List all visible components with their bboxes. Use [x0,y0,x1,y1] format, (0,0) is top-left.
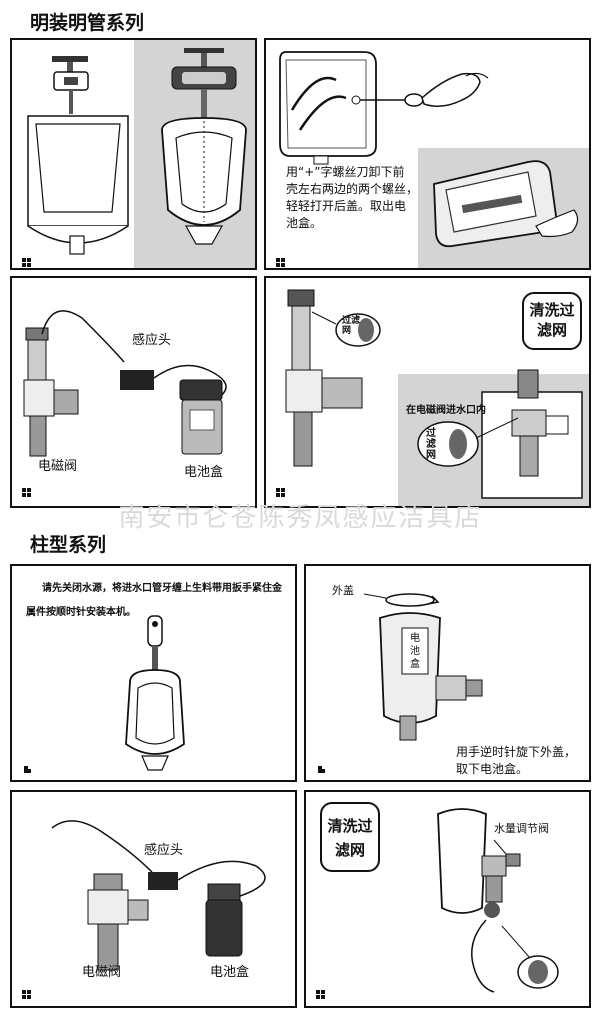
panel-remove-outer-cover: 外盖 电池盒 用手逆时针旋下外盖， 取下电池盒。 [304,564,591,782]
label-battery-box-vertical: 电池盒 [410,633,420,670]
panel-corner-mark [22,488,31,497]
inlet-note: 在电磁阀进水口内 [406,405,486,416]
panel-clean-filter: 过滤网 清洗过滤网 在电磁阀进水口内 过滤网 [264,276,591,508]
panel-corner-mark [318,766,325,773]
label-solenoid-valve: 电磁阀 [82,965,122,980]
panel-corner-mark [316,990,325,999]
urinal-illustration [27,48,247,255]
panel-column-clean-filter: 清洗过滤网 水量调节阀 [304,790,591,1008]
remove-cover-line-1: 用手逆时针旋下外盖， [456,745,577,759]
panel-corner-mark [276,488,285,497]
filter-illustration [285,289,583,499]
label-solenoid-valve: 电磁阀 [38,459,78,474]
panel-corner-mark [276,258,285,267]
panel-install: 请先关闭水源，将进水口管牙缠上生料带用扳手紧住金 属件按顺时针安装本机。 [10,564,297,782]
panel-corner-mark [22,990,31,999]
instruction-line-3: 轻轻打开后盖。取出电 [286,199,407,213]
label-battery-box: 电池盒 [210,965,250,980]
store-watermark: 南安市仑苍陈秀凤感应洁具店 [118,503,483,533]
instruction-line-2: 壳左右两边的两个螺丝， [286,182,419,196]
label-flow-regulator: 水量调节阀 [494,822,549,835]
install-line-2: 属件按顺时针安装本机。 [26,607,136,618]
section-heading-exposed-pipe: 明装明管系列 [30,12,145,34]
label-sensor: 感应头 [132,333,172,348]
panel-urinal-install [10,38,257,270]
panel-components: 感应头 电磁阀 电池盒 [10,276,257,508]
column-filter-illustration [437,808,559,993]
column-components-illustration [51,820,266,971]
components-illustration [23,310,227,457]
screwdriver-illustration [279,51,579,248]
filter-label-bottom: 过滤网 [426,428,436,461]
panel-column-components: 感应头 电磁阀 电池盒 [10,790,297,1008]
panel-corner-mark [24,766,31,773]
install-line-1: 请先关闭水源，将进水口管牙缠上生料带用扳手紧住金 [42,583,282,594]
clean-filter-bubble: 清洗过滤网 [522,292,582,350]
remove-cover-line-2: 取下电池盒。 [456,762,529,776]
instruction-line-1: 用“+”字螺丝刀卸下前 [286,165,405,179]
filter-label-top: 过滤网 [342,316,361,336]
label-outer-cover: 外盖 [332,584,354,597]
panel-corner-mark [22,258,31,267]
panel-remove-cover: 用“+”字螺丝刀卸下前 壳左右两边的两个螺丝， 轻轻打开后盖。取出电 池盒。 [264,38,591,270]
outer-cover-illustration [363,593,483,741]
section-heading-column-type: 柱型系列 [30,534,107,556]
column-urinal-illustration [125,615,185,771]
label-sensor: 感应头 [144,843,184,858]
label-battery-box: 电池盒 [184,465,224,480]
instruction-line-4: 池盒。 [286,216,323,230]
clean-filter-bubble: 清洗过滤网 [320,802,380,872]
